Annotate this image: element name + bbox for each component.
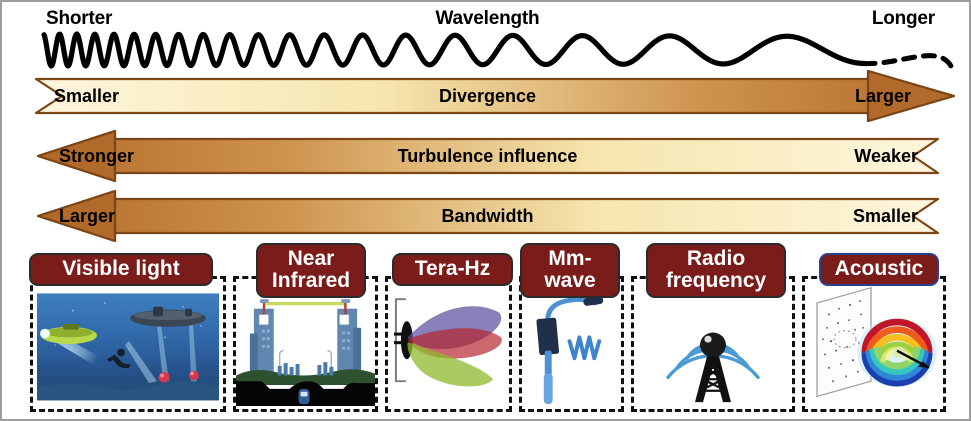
wavelength-row: Shorter Wavelength Longer (2, 2, 969, 72)
card-label-radio-frequency: Radio frequency (646, 243, 786, 298)
card-label-tera-hz: Tera-Hz (392, 253, 513, 286)
card-label-mm-wave: Mm- wave (520, 243, 620, 298)
wavelength-left-label: Shorter (46, 8, 113, 29)
card-visible-light[interactable]: Visible light (29, 253, 226, 412)
acoustic-beam-pattern-plot (805, 282, 943, 406)
card-label-near-infrared: Near Infrared (256, 243, 366, 298)
underwater-vehicles-photo (33, 282, 223, 406)
divergence-arrow-shape (34, 70, 956, 122)
wavelength-title: Wavelength (435, 8, 540, 29)
technology-cards: Visible light (2, 243, 969, 419)
card-acoustic[interactable]: Acoustic (802, 253, 946, 412)
turbulence-arrow-shape (36, 130, 940, 182)
bandwidth-arrow-shape (36, 190, 940, 242)
card-radio-frequency[interactable]: Radio frequency (631, 243, 795, 412)
radio-tower-broadcast (634, 282, 792, 406)
band-turbulence: Stronger Turbulence influence Weaker (2, 130, 969, 182)
terahertz-beam-lobes (388, 282, 509, 406)
card-label-acoustic: Acoustic (819, 253, 939, 286)
card-tera-hz[interactable]: Tera-Hz (385, 253, 513, 412)
band-bandwidth: Larger Bandwidth Smaller (2, 190, 969, 242)
card-near-infrared[interactable]: Near Infrared (233, 243, 378, 412)
city-fso-link-illustration (236, 282, 375, 406)
band-divergence: Smaller Divergence Larger (2, 70, 969, 122)
card-label-visible-light: Visible light (29, 253, 213, 286)
card-mm-wave[interactable]: Mm- wave (519, 243, 624, 412)
mmwave-lamp-antenna (522, 282, 621, 406)
wavelength-right-label: Longer (871, 8, 935, 29)
sine-wave-chirp-icon (41, 31, 955, 71)
